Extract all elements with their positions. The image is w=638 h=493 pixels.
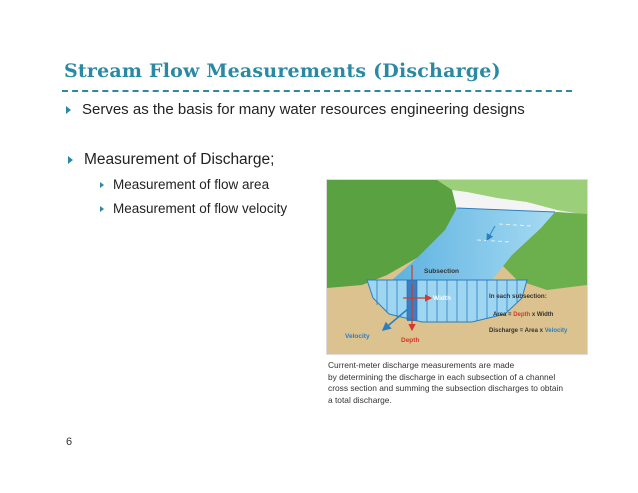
caption-line: cross section and summing the subsection… bbox=[328, 383, 564, 394]
discharge-formula: Discharge = Area x Velocity bbox=[489, 328, 568, 334]
depth-label: Depth bbox=[401, 337, 419, 344]
bullet-arrow-icon bbox=[100, 181, 104, 188]
velocity-label: Velocity bbox=[345, 333, 370, 340]
caption-line: Current-meter discharge measurements are… bbox=[328, 360, 515, 370]
far-hill bbox=[427, 180, 587, 215]
figure-caption: Current-meter discharge measurements are… bbox=[328, 360, 590, 406]
bullet-item: Measurement of Discharge; bbox=[68, 151, 274, 169]
bullet-item: Serves as the basis for many water resou… bbox=[66, 101, 525, 118]
page-number: 6 bbox=[66, 436, 73, 448]
title-divider bbox=[62, 90, 572, 92]
bullet-arrow-icon bbox=[66, 105, 71, 114]
caption-line: by determining the discharge in each sub… bbox=[328, 371, 556, 382]
river-surface bbox=[392, 208, 555, 280]
bullet-text: Measurement of Discharge; bbox=[84, 151, 275, 168]
bullet-arrow-icon bbox=[100, 205, 104, 212]
bullet-text: Measurement of flow area bbox=[113, 177, 270, 192]
subsection-label: Subsection bbox=[424, 268, 459, 275]
caption-line: a total discharge. bbox=[328, 394, 392, 405]
bullet-text: Measurement of flow velocity bbox=[113, 201, 288, 216]
in-each-subsection-label: In each subsection: bbox=[489, 293, 547, 300]
left-hill bbox=[327, 180, 457, 288]
area-formula: Area = Depth x Width bbox=[493, 312, 554, 318]
bullet-arrow-icon bbox=[68, 156, 73, 164]
discharge-diagram: Subsection Width Velocity Depth In each … bbox=[326, 179, 588, 355]
sub-bullet-item: Measurement of flow velocity bbox=[100, 201, 287, 216]
width-label: Width bbox=[433, 295, 451, 302]
sub-bullet-item: Measurement of flow area bbox=[100, 177, 269, 192]
slide-title: Stream Flow Measurements (Discharge) bbox=[64, 60, 501, 82]
bullet-text: Serves as the basis for many water resou… bbox=[82, 101, 525, 118]
